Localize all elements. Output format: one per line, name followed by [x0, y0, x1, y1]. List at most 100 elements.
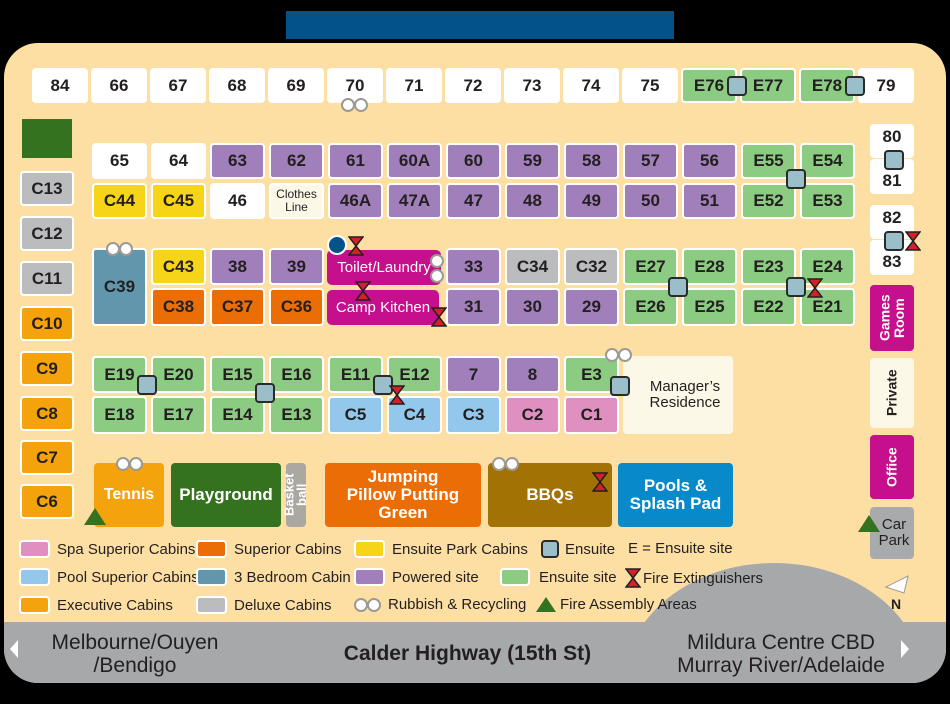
site-c32[interactable]: C32 [564, 248, 619, 285]
site-e77[interactable]: E77 [740, 68, 796, 103]
site-73[interactable]: 73 [504, 68, 560, 103]
site-64[interactable]: 64 [151, 143, 206, 179]
site-e78[interactable]: E78 [799, 68, 855, 103]
site-e28[interactable]: E28 [682, 248, 737, 285]
site-47[interactable]: 47 [446, 183, 501, 219]
office[interactable]: Office [870, 435, 914, 499]
site-c34[interactable]: C34 [505, 248, 560, 285]
site-c3[interactable]: C3 [446, 396, 501, 434]
site-74[interactable]: 74 [563, 68, 619, 103]
ensuite-icon [255, 383, 275, 403]
site-33[interactable]: 33 [446, 248, 501, 285]
site-58[interactable]: 58 [564, 143, 619, 179]
pools-splash-pad[interactable]: Pools & Splash Pad [618, 463, 733, 527]
toilet-laundry[interactable]: Toilet/Laundry [327, 250, 441, 285]
site-c44[interactable]: C44 [92, 183, 147, 219]
road-left-line1: Melbourne/Ouyen [51, 631, 219, 654]
basketball-court[interactable]: Basket ball [282, 463, 309, 527]
site-57[interactable]: 57 [623, 143, 678, 179]
ensuite-icon [786, 277, 806, 297]
swatch [196, 596, 227, 614]
site-46[interactable]: 46 [210, 183, 265, 219]
site-c36[interactable]: C36 [269, 288, 324, 326]
site-c6[interactable]: C6 [20, 484, 74, 519]
site-71[interactable]: 71 [386, 68, 442, 103]
site-c43[interactable]: C43 [151, 248, 206, 285]
site-c1[interactable]: C1 [564, 396, 619, 434]
site-e52[interactable]: E52 [741, 183, 796, 219]
road-right-line1: Mildura Centre CBD [687, 631, 875, 654]
site-48[interactable]: 48 [505, 183, 560, 219]
site-51[interactable]: 51 [682, 183, 737, 219]
games-room[interactable]: Games Room [870, 285, 914, 351]
site-46a[interactable]: 46A [328, 183, 383, 219]
site-c38[interactable]: C38 [151, 288, 206, 326]
site-81[interactable]: 81 [870, 159, 914, 194]
site-8[interactable]: 8 [505, 356, 560, 393]
arrow-left-icon [10, 640, 18, 658]
site-c37[interactable]: C37 [210, 288, 265, 326]
site-66[interactable]: 66 [91, 68, 147, 103]
site-c11[interactable]: C11 [20, 261, 74, 296]
bbqs[interactable]: BBQs [488, 463, 612, 527]
site-50[interactable]: 50 [623, 183, 678, 219]
site-72[interactable]: 72 [445, 68, 501, 103]
site-e15[interactable]: E15 [210, 356, 265, 393]
site-75[interactable]: 75 [622, 68, 678, 103]
site-67[interactable]: 67 [150, 68, 206, 103]
site-56[interactable]: 56 [682, 143, 737, 179]
site-c12[interactable]: C12 [20, 216, 74, 251]
legend-e-ensuite-site: E = Ensuite site [628, 540, 733, 557]
site-c2[interactable]: C2 [505, 396, 560, 434]
rubbish-icon [106, 242, 136, 256]
site-69[interactable]: 69 [268, 68, 324, 103]
site-e53[interactable]: E53 [800, 183, 855, 219]
site-e54[interactable]: E54 [800, 143, 855, 179]
site-68[interactable]: 68 [209, 68, 265, 103]
site-c7[interactable]: C7 [20, 440, 74, 475]
site-c8[interactable]: C8 [20, 396, 74, 431]
site-c9[interactable]: C9 [20, 351, 74, 386]
site-49[interactable]: 49 [564, 183, 619, 219]
jumping-pillow-putting-green[interactable]: Jumping Pillow Putting Green [325, 463, 481, 527]
site-c13[interactable]: C13 [20, 171, 74, 206]
site-31[interactable]: 31 [446, 288, 501, 326]
site-e20[interactable]: E20 [151, 356, 206, 393]
camp-kitchen[interactable]: Camp Kitchen [327, 290, 439, 325]
site-e17[interactable]: E17 [151, 396, 206, 434]
site-e3[interactable]: E3 [564, 356, 619, 393]
site-65[interactable]: 65 [92, 143, 147, 179]
site-e55[interactable]: E55 [741, 143, 796, 179]
ensuite-icon [884, 150, 904, 170]
site-70[interactable]: 70 [327, 68, 383, 103]
site-29[interactable]: 29 [564, 288, 619, 326]
site-c39[interactable]: C39 [92, 248, 147, 326]
road-right-destination: Mildura Centre CBD Murray River/Adelaide [665, 632, 897, 676]
fire-extinguisher-icon [905, 231, 921, 251]
site-38[interactable]: 38 [210, 248, 265, 285]
site-60[interactable]: 60 [446, 143, 501, 179]
road-left-line2: /Bendigo [93, 654, 177, 677]
site-84[interactable]: 84 [32, 68, 88, 103]
site-83[interactable]: 83 [870, 240, 914, 275]
site-79[interactable]: 79 [858, 68, 914, 103]
site-62[interactable]: 62 [269, 143, 324, 179]
site-47a[interactable]: 47A [387, 183, 442, 219]
site-61[interactable]: 61 [328, 143, 383, 179]
playground[interactable]: Playground [171, 463, 281, 527]
site-e25[interactable]: E25 [682, 288, 737, 326]
site-c10[interactable]: C10 [20, 306, 74, 341]
site-e13[interactable]: E13 [269, 396, 324, 434]
site-e18[interactable]: E18 [92, 396, 147, 434]
site-39[interactable]: 39 [269, 248, 324, 285]
site-30[interactable]: 30 [505, 288, 560, 326]
site-59[interactable]: 59 [505, 143, 560, 179]
site-60a[interactable]: 60A [387, 143, 442, 179]
site-7[interactable]: 7 [446, 356, 501, 393]
site-e26[interactable]: E26 [623, 288, 678, 326]
site-63[interactable]: 63 [210, 143, 265, 179]
car-park[interactable]: Car Park [870, 507, 914, 559]
site-e16[interactable]: E16 [269, 356, 324, 393]
site-c45[interactable]: C45 [151, 183, 206, 219]
site-c5[interactable]: C5 [328, 396, 383, 434]
